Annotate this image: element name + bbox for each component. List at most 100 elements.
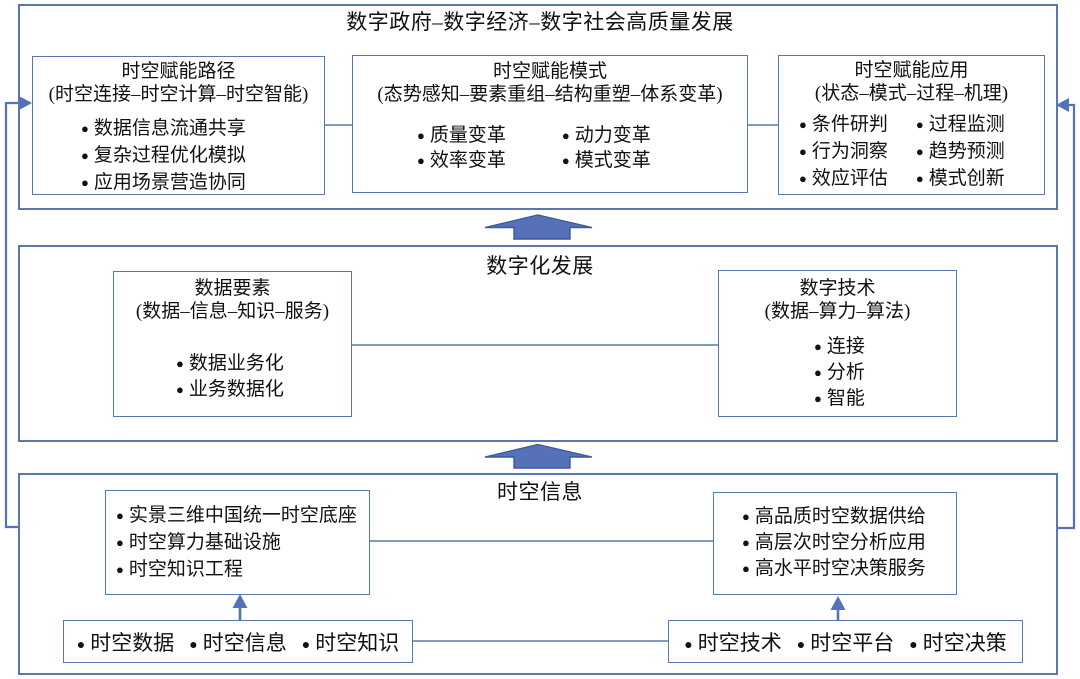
- bullet-icon: ●: [561, 153, 570, 168]
- bullet-icon: ●: [116, 508, 124, 523]
- bullet-icon: ●: [116, 535, 124, 550]
- strip-label: 时空技术: [697, 630, 782, 655]
- bullet-item: ● 过程监测: [916, 111, 1005, 138]
- bullet-item: ● 模式变革: [562, 148, 651, 173]
- digital-technology-box: 数字技术 (数据–算力–算法) ●连接 ●分析 ● 智能: [718, 270, 957, 417]
- box-title: 时空赋能路径: [121, 61, 236, 82]
- spatiotemporal-base-box: ● 实景三维中国统一时空底座 ● 时空算力基础设施 ● 时空知识工程: [105, 490, 370, 595]
- bullet-item: ●应用场景营造协同: [81, 169, 324, 196]
- bullet-icon: ●: [684, 637, 693, 653]
- box-subtitle: (状态–模式–过程–机理): [814, 83, 1009, 104]
- bullet-label: 实景三维中国统一时空底座: [128, 505, 357, 526]
- bullet-icon: ●: [799, 144, 807, 159]
- bullet-icon: ●: [814, 365, 822, 380]
- bullet-icon: ●: [417, 153, 425, 168]
- bullet-icon: ●: [81, 121, 89, 136]
- bullet-item: ● 数据信息流通共享: [81, 115, 324, 142]
- strip-item: ●时空信息: [189, 627, 286, 657]
- bullet-item: ●分析: [814, 360, 956, 386]
- bullet-label: 业务数据化: [188, 379, 284, 400]
- bullet-icon: ●: [915, 117, 924, 132]
- bullet-label: 时空算力基础设施: [128, 532, 281, 553]
- bullet-label: 复杂过程优化模拟: [93, 145, 246, 166]
- bullet-item: ● 高层次时空分析应用: [742, 530, 956, 556]
- strip-label: 时空知识: [315, 630, 400, 655]
- bullet-label: 过程监测: [928, 114, 1005, 135]
- bullet-item: ● 复杂过程优化模拟: [81, 142, 324, 169]
- bullet-label: 高层次时空分析应用: [754, 532, 926, 553]
- data-elements-box: 数据要素 (数据–信息–知识–服务) ● 数据业务化 ● 业务数据化: [113, 271, 352, 417]
- bullet-item: ● 效率变革: [417, 148, 506, 173]
- up-block-arrow-bottom-to-middle-icon: [484, 443, 593, 469]
- bullet-label: 高品质时空数据供给: [754, 506, 926, 527]
- bullet-icon: ●: [301, 637, 311, 653]
- bullet-label: 数据业务化: [188, 353, 284, 374]
- bullet-item: ●条件研判: [799, 111, 888, 138]
- bullet-label: 条件研判: [811, 114, 888, 135]
- bullet-icon: ●: [116, 562, 124, 577]
- strip-item: ●时空知识: [302, 627, 399, 657]
- strip-label: 时空信息: [202, 630, 287, 655]
- bullet-item: ● 模式创新: [916, 165, 1005, 192]
- section-bottom-frame: [18, 473, 1058, 675]
- bullet-item: ● 高品质时空数据供给: [742, 504, 956, 530]
- bullet-icon: ●: [176, 382, 184, 397]
- bullet-icon: ●: [814, 391, 822, 406]
- bullet-icon: ●: [417, 128, 425, 143]
- bullet-icon: ●: [81, 175, 89, 190]
- bullet-label: 高水平时空决策服务: [754, 558, 926, 579]
- bullet-label: 智能: [826, 388, 865, 409]
- strip-label: 时空平台: [810, 630, 895, 655]
- bullet-icon: ●: [814, 339, 822, 354]
- spatiotemporal-tech-strip: ●时空技术 ●时空平台 ●时空决策: [668, 620, 1023, 663]
- bullet-item: ●效应评估: [799, 165, 888, 192]
- bullet-icon: ●: [796, 637, 806, 653]
- bullet-icon: ●: [81, 148, 89, 163]
- bullet-label: 质量变革: [429, 125, 506, 146]
- bullet-item: ● 时空算力基础设施: [116, 529, 369, 556]
- spatiotemporal-supply-box: ● 高品质时空数据供给 ● 高层次时空分析应用 ● 高水平时空决策服务: [713, 492, 957, 595]
- bullet-label: 行为洞察: [811, 141, 888, 162]
- box-subtitle: (数据–算力–算法): [764, 301, 911, 322]
- strip-label: 时空数据: [90, 630, 175, 655]
- bullet-label: 效应评估: [811, 168, 888, 189]
- bullet-icon: ●: [742, 535, 750, 550]
- box-subtitle: (态势感知–要素重组–结构重塑–体系变革): [377, 84, 723, 105]
- strip-item: ●时空决策: [909, 627, 1006, 657]
- box-subtitle: (数据–信息–知识–服务): [135, 301, 330, 322]
- bullet-item: ●连接: [814, 334, 956, 360]
- box-subtitle: (时空连接–时空计算–时空智能): [48, 84, 309, 105]
- bullet-label: 数据信息流通共享: [93, 118, 246, 139]
- spatiotemporal-enabling-path-box: 时空赋能路径 (时空连接–时空计算–时空智能) ● 数据信息流通共享 ● 复杂过程优…: [32, 56, 325, 195]
- right-feedback-connector: [1058, 103, 1076, 530]
- bullet-icon: ●: [742, 561, 750, 576]
- bullet-icon: ●: [76, 637, 86, 653]
- bullet-item: ● 质量变革: [417, 123, 506, 148]
- bullet-label: 效率变革: [429, 150, 506, 171]
- bullet-item: ● 行为洞察: [799, 138, 888, 165]
- up-block-arrow-middle-to-top-icon: [484, 214, 593, 240]
- bullet-item: ● 智能: [814, 386, 956, 412]
- bullet-icon: ●: [915, 144, 924, 159]
- bullet-icon: ●: [915, 171, 924, 186]
- bullet-icon: ●: [742, 509, 750, 524]
- box-title: 数字技术: [799, 278, 876, 299]
- bullet-item: ●趋势预测: [916, 138, 1005, 165]
- bullet-icon: ●: [176, 356, 184, 371]
- bullet-icon: ●: [561, 128, 570, 143]
- bullet-item: ● 数据业务化: [176, 351, 351, 377]
- strip-label: 时空决策: [922, 630, 1007, 655]
- bullet-icon: ●: [909, 637, 918, 653]
- bullet-label: 模式变革: [574, 150, 651, 171]
- middle-section-title: 数字化发展: [486, 254, 594, 278]
- bullet-item: ● 时空知识工程: [116, 556, 369, 583]
- bullet-item: ● 实景三维中国统一时空底座: [116, 502, 369, 529]
- strip-item: ●时空数据: [77, 627, 174, 657]
- top-section-title: 数字政府–数字经济–数字社会高质量发展: [346, 10, 734, 34]
- box-title: 时空赋能模式: [492, 61, 607, 82]
- bullet-label: 模式创新: [928, 168, 1005, 189]
- box-title: 数据要素: [194, 278, 271, 299]
- strip-item: ●时空技术: [684, 627, 781, 657]
- bullet-label: 动力变革: [574, 125, 651, 146]
- bullet-label: 时空知识工程: [128, 559, 243, 580]
